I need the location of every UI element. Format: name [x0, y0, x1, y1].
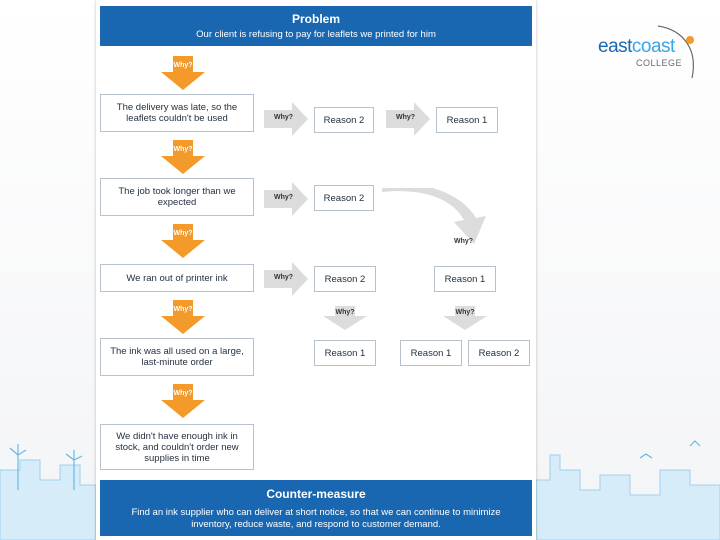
reason-box: Reason 1 [314, 340, 376, 366]
why-label: Why? [274, 274, 294, 281]
reason-box: Reason 1 [434, 266, 496, 292]
reason-box: Reason 2 [468, 340, 530, 366]
reason-box: Reason 2 [314, 266, 376, 292]
why-side-arrow [264, 102, 308, 136]
why-side-arrow [264, 262, 308, 296]
why-arrow-3 [161, 224, 205, 258]
why-down-arrow [323, 306, 367, 330]
why-label: Why? [455, 309, 475, 316]
logo-college-text: COLLEGE [636, 58, 683, 68]
problem-banner: Problem Our client is refusing to pay fo… [100, 6, 532, 46]
counter-measure-text: Find an ink supplier who can deliver at … [131, 507, 501, 530]
why-side-arrow [386, 102, 430, 136]
why-label: Why? [173, 146, 193, 153]
why-arrow-5 [161, 384, 205, 418]
counter-measure-banner: Counter-measure Find an ink supplier who… [100, 480, 532, 536]
why-arrow-4 [161, 300, 205, 334]
reason-box: Reason 1 [400, 340, 462, 366]
cause-box-1: The delivery was late, so the leaflets c… [100, 94, 254, 132]
logo-swoosh-icon [657, 25, 694, 79]
counter-measure-title: Counter-measure [266, 487, 366, 501]
why-label: Why? [173, 230, 193, 237]
why-label: Why? [335, 309, 355, 316]
curved-arrow [382, 188, 486, 244]
why-label: Why? [173, 62, 193, 69]
why-down-arrow [443, 306, 487, 330]
why-label: Why? [173, 390, 193, 397]
cause-box-5: We didn't have enough ink in stock, and … [100, 424, 254, 470]
reason-box: Reason 2 [314, 107, 374, 133]
cause-box-3: We ran out of printer ink [100, 264, 254, 292]
why-label: Why? [396, 114, 416, 121]
cause-box-4: The ink was all used on a large, last-mi… [100, 338, 254, 376]
cause-box-2: The job took longer than we expected [100, 178, 254, 216]
why-side-arrow [264, 182, 308, 216]
problem-title: Problem [291, 12, 340, 26]
why-arrow-1 [161, 56, 205, 90]
reason-box: Reason 1 [436, 107, 498, 133]
east-coast-college-logo: eastcoast COLLEGE [590, 22, 700, 82]
why-label: Why? [274, 114, 294, 121]
why-label: Why? [274, 194, 294, 201]
why-label: Why? [173, 306, 193, 313]
reason-box: Reason 2 [314, 185, 374, 211]
logo-east-text: eastcoast [598, 36, 675, 57]
why-arrow-2 [161, 140, 205, 174]
problem-text: Our client is refusing to pay for leafle… [196, 29, 436, 40]
why-label: Why? [454, 238, 474, 245]
five-whys-diagram: Problem Our client is refusing to pay fo… [96, 0, 536, 540]
